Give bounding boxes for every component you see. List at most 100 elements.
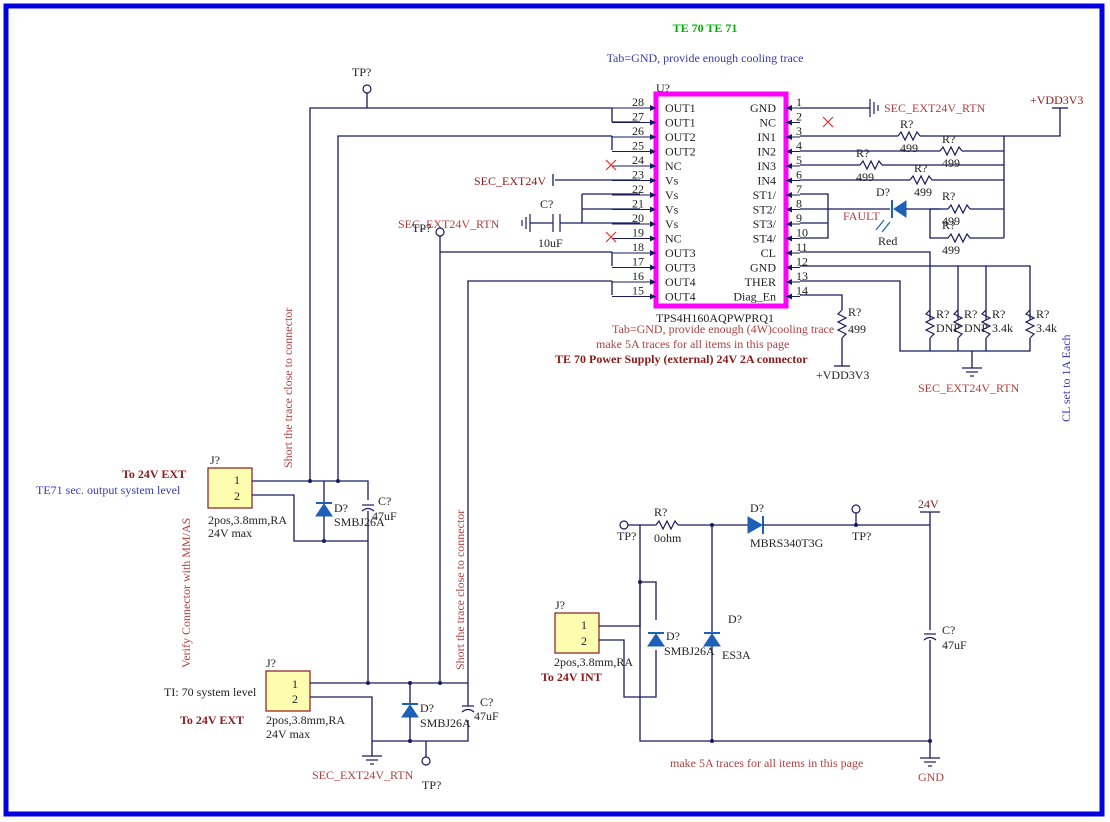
ic-pin-arrow — [786, 206, 792, 213]
ic-pin-number: 14 — [796, 284, 808, 298]
svg-text:D?: D? — [420, 701, 434, 715]
svg-text:DNP: DNP — [936, 321, 960, 335]
note-verify-connector: Verify Connector with MM/AS — [179, 518, 193, 668]
svg-text:1: 1 — [234, 473, 240, 487]
ic-pin-arrow — [650, 119, 656, 126]
svg-text:R?: R? — [942, 218, 955, 232]
ic-pin-name: OUT3 — [665, 246, 696, 260]
ic-pin-name: Vs — [665, 174, 679, 188]
ic-pin-arrow — [786, 163, 792, 169]
note-short-trace-2: Short the trace close to connector — [453, 510, 467, 670]
svg-text:TI: 70 system level: TI: 70 system level — [164, 685, 257, 699]
ic-pin-name: OUT2 — [665, 145, 696, 159]
ic-pin-number: 26 — [632, 124, 644, 138]
ic-pin-number: 5 — [796, 153, 802, 167]
ic-pin-arrow — [650, 192, 656, 198]
ic-pin-name: IN4 — [757, 174, 776, 188]
ic-pin-arrow — [786, 250, 792, 256]
ic-pin-number: 21 — [632, 197, 644, 211]
out-bus-wires — [309, 107, 640, 683]
svg-text:+VDD3V3: +VDD3V3 — [1030, 93, 1083, 107]
fault-led[interactable]: D? FAULT Red — [843, 185, 940, 248]
svg-text:GND: GND — [918, 770, 944, 784]
svg-text:R?: R? — [914, 161, 927, 175]
svg-text:499: 499 — [900, 141, 918, 155]
svg-text:0ohm: 0ohm — [654, 531, 682, 545]
svg-text:SEC_EXT24V_RTN: SEC_EXT24V_RTN — [312, 768, 414, 782]
ic-pin-arrow — [650, 206, 656, 213]
svg-text:47uF: 47uF — [474, 709, 499, 723]
ic-pin-arrow — [650, 134, 656, 140]
svg-text:TE71 sec. output system level: TE71 sec. output system level — [36, 483, 181, 497]
test-point-out3[interactable]: TP? — [412, 221, 445, 252]
svg-text:Red: Red — [878, 234, 897, 248]
ic-right-pins: 1GND2NC3IN14IN25IN36IN47ST1/8ST2/9ST3/10… — [733, 95, 808, 304]
ic-ref: U? — [656, 81, 670, 95]
ic-pin-number: 11 — [796, 240, 808, 254]
svg-text:TP?: TP? — [422, 778, 441, 792]
ic-pin-number: 4 — [796, 139, 802, 153]
note-tab-gnd-top: Tab=GND, provide enough cooling trace — [607, 51, 804, 65]
ic-pin-number: 13 — [796, 269, 808, 283]
cap-10uf[interactable]: C? 10uF — [521, 197, 582, 250]
svg-text:SEC_EXT24V_RTN: SEC_EXT24V_RTN — [918, 381, 1020, 395]
sheet-title: TE 70 TE 71 — [673, 21, 738, 35]
svg-text:D?: D? — [728, 612, 742, 626]
note-make-5a-bottom: make 5A traces for all items in this pag… — [670, 756, 863, 770]
ic-pin-arrow — [650, 221, 656, 227]
diag-en-resistor: R? 499 +VDD3V3 — [800, 294, 869, 382]
sheet-border — [3, 3, 1105, 817]
svg-text:2: 2 — [234, 489, 240, 503]
svg-text:MBRS340T3G: MBRS340T3G — [750, 536, 824, 550]
svg-text:C?: C? — [942, 623, 955, 637]
ic-pin-number: 16 — [632, 269, 644, 283]
note-te70-power: TE 70 Power Supply (external) 24V 2A con… — [555, 352, 808, 366]
svg-text:TP?: TP? — [852, 529, 871, 543]
ic-pin-name: ST2/ — [753, 203, 777, 217]
svg-text:J?: J? — [266, 656, 276, 670]
svg-text:R?: R? — [942, 132, 955, 146]
ic-pin-arrow — [650, 264, 656, 271]
svg-text:R?: R? — [848, 305, 861, 319]
ic-pin-arrow — [650, 279, 656, 285]
svg-text:SMBJ26A: SMBJ26A — [334, 515, 385, 529]
connector-j-int[interactable]: 1 2 J? 2pos,3.8mm,RA To 24V INT — [541, 598, 633, 684]
ic-pin-number: 24 — [632, 153, 644, 167]
net-sec-ext24v-rtn-2: SEC_EXT24V_RTN — [398, 217, 500, 231]
svg-text:R?: R? — [900, 117, 913, 131]
svg-text:D?: D? — [876, 185, 890, 199]
svg-text:2pos,3.8mm,RA: 2pos,3.8mm,RA — [208, 513, 287, 527]
svg-text:1: 1 — [581, 618, 587, 632]
ic-pin-name: NC — [665, 232, 682, 246]
ic-pin-name: Diag_En — [733, 290, 776, 304]
svg-text:C?: C? — [480, 695, 493, 709]
ic-pin-arrow — [786, 279, 792, 285]
ic-pin-number: 3 — [796, 124, 802, 138]
svg-text:2pos,3.8mm,RA: 2pos,3.8mm,RA — [266, 713, 345, 727]
svg-text:2pos,3.8mm,RA: 2pos,3.8mm,RA — [554, 655, 633, 669]
ic-pin-number: 18 — [632, 240, 644, 254]
ic-pin-name: Vs — [665, 203, 679, 217]
svg-text:R?: R? — [992, 307, 1005, 321]
tp-label: TP? — [412, 221, 431, 235]
ic-pin-number: 27 — [632, 110, 644, 124]
ic-pin-number: 23 — [632, 168, 644, 182]
net-sec-ext24v: SEC_EXT24V — [474, 174, 546, 188]
ic-pin-arrow — [786, 264, 792, 271]
ic-pin-number: 12 — [796, 255, 808, 269]
ic-pin-arrow — [786, 221, 792, 227]
note-cl-set: CL set to 1A Each — [1059, 334, 1073, 422]
ext-top-wiring: D? SMBJ26A C? 47uF — [252, 479, 397, 683]
connector-j-ext-bottom[interactable]: 1 2 J? 2pos,3.8mm,RA 24V max TI: 70 syst… — [164, 656, 345, 741]
cap-value: 10uF — [538, 236, 563, 250]
svg-text:499: 499 — [942, 156, 960, 170]
svg-text:SMBJ26A: SMBJ26A — [664, 644, 715, 658]
svg-text:D?: D? — [750, 501, 764, 515]
ic-pin-number: 10 — [796, 226, 808, 240]
int-wiring: R? 0ohm TP? D? MBRS340T3G TP? 24V D? SMB… — [599, 497, 967, 784]
connector-j-ext-top[interactable]: 1 2 J? 2pos,3.8mm,RA 24V max To 24V EXT … — [36, 453, 287, 540]
test-point-top[interactable]: TP? — [352, 65, 372, 108]
